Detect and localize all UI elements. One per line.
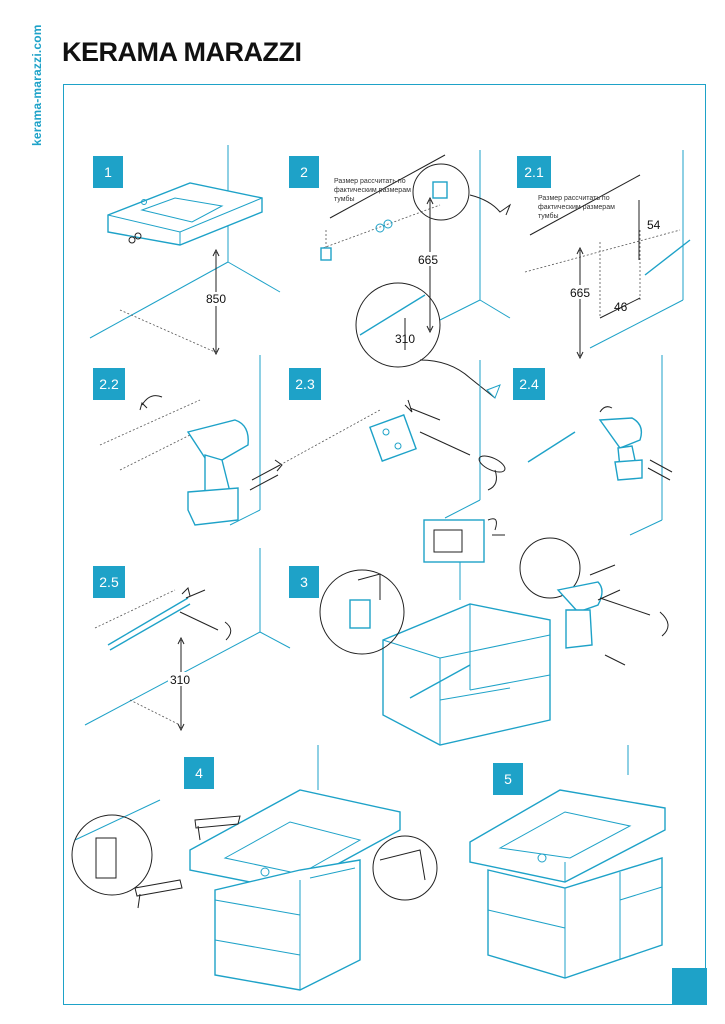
note-step21-line3: тумбы (538, 212, 558, 220)
dim-step25-height: 310 (170, 673, 190, 687)
dim-step21-top: 54 (647, 218, 661, 232)
dim-step21-height: 665 (570, 286, 590, 300)
brand-logo: KERAMA MARAZZI (62, 37, 302, 67)
step-badge-1: 1 (93, 156, 123, 188)
step-badge-2-5: 2.5 (93, 566, 125, 598)
step2-3-illustration (279, 360, 506, 519)
dim-step2-detail: 310 (395, 332, 415, 346)
dim-step1-height: 850 (206, 292, 226, 306)
step2-1-illustration (524, 150, 691, 360)
step2-illustration (320, 150, 512, 399)
step1-illustration (89, 145, 281, 356)
step-badge-2: 2 (289, 156, 319, 188)
step4-illustration (71, 745, 438, 991)
step-badge-5: 5 (493, 763, 523, 795)
step-badge-3: 3 (289, 566, 319, 598)
page-corner-marker (672, 968, 707, 1005)
note-step21-line2: фактическим размерам (538, 204, 615, 211)
step-badge-2-3: 2.3 (289, 368, 321, 400)
brand-header (50, 25, 340, 80)
step-badge-4: 4 (184, 757, 214, 789)
step3-illustration (319, 518, 669, 746)
dim-step2-height: 665 (418, 253, 438, 267)
step5-illustration (469, 745, 666, 979)
step2-4-illustration (527, 355, 673, 536)
dim-step21-width: 46 (614, 300, 628, 314)
step-badge-2-2: 2.2 (93, 368, 125, 400)
note-step2-line2: фактическим размерам (334, 187, 411, 194)
note-step21-line1: Размер рассчитать по (538, 195, 610, 202)
step2-2-illustration (99, 355, 283, 526)
note-step2-line1: Размер рассчитать по (334, 178, 406, 185)
note-step2-line3: тумбы (334, 195, 354, 203)
step2-5-illustration (84, 548, 291, 732)
step-badge-2-4: 2.4 (513, 368, 545, 400)
instruction-frame (63, 84, 706, 1005)
step-badge-2-1: 2.1 (517, 156, 551, 188)
